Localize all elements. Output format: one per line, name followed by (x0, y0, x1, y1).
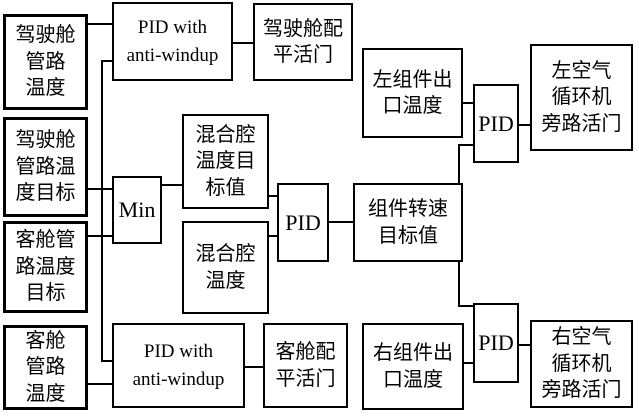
node-cabin-trim-valve: 客舱配 平活门 (263, 323, 348, 408)
wire-pidaw-bottom-to-cabin-valve (245, 366, 263, 368)
node-cockpit-duct-temp: 驾驶舱 管路 温度 (3, 14, 88, 110)
wire-pack-speed-up-vertical (458, 144, 460, 185)
wire-target-bus-to-pidaw-top (103, 60, 112, 62)
node-cabin-duct-temp-target: 客舱管 路温度 目标 (3, 221, 88, 313)
node-pack-speed-target: 组件转速 目标值 (353, 183, 463, 262)
node-min: Min (112, 176, 162, 244)
wire-pid-center-to-pack-speed (329, 221, 353, 223)
wire-pid-left-to-left-bypass (519, 124, 530, 126)
wire-left-outlet-to-pid-left (463, 102, 473, 104)
node-pid-left: PID (473, 84, 519, 163)
wire-mix-target-to-pid-center (269, 195, 277, 197)
wire-min-to-mix-target (162, 184, 182, 186)
node-pid-right: PID (473, 303, 519, 383)
node-right-pack-outlet-temp: 右组件出 口温度 (362, 323, 464, 410)
node-cockpit-trim-valve: 驾驶舱配 平活门 (253, 3, 353, 81)
wire-pid-right-to-right-bypass (519, 344, 530, 346)
wire-cabin-target-to-min (88, 235, 112, 237)
wire-target-bus-vertical (101, 60, 103, 362)
node-right-acm-bypass-valve: 右空气 循环机 旁路活门 (530, 320, 633, 408)
node-pid-center: PID (277, 183, 329, 262)
wire-cabin-temp-to-pidaw-bottom (88, 383, 112, 385)
wire-right-outlet-to-pid-right (464, 362, 473, 364)
node-pid-anti-windup-bottom: PID with anti-windup (112, 323, 245, 408)
wire-pack-speed-to-pid-left (460, 144, 473, 146)
wire-cockpit-temp-to-pidaw-top (88, 23, 112, 25)
node-cockpit-duct-temp-target: 驾驶舱 管路温 度目标 (3, 117, 88, 217)
wire-cockpit-target-to-min (88, 188, 112, 190)
wire-target-bus-to-pidaw-bottom (103, 360, 112, 362)
wire-mix-temp-to-pid-center (269, 235, 277, 237)
wire-pidaw-top-to-cockpit-valve (233, 42, 253, 44)
node-cabin-duct-temp: 客舱 管路 温度 (3, 325, 88, 410)
wire-pack-speed-to-pid-right (460, 305, 473, 307)
node-pid-anti-windup-top: PID with anti-windup (112, 2, 233, 81)
node-left-acm-bypass-valve: 左空气 循环机 旁路活门 (530, 44, 633, 151)
node-mix-chamber-temp-target: 混合腔 温度目 标值 (182, 114, 269, 209)
node-mix-chamber-temp: 混合腔 温度 (182, 221, 269, 314)
node-left-pack-outlet-temp: 左组件出 口温度 (362, 48, 463, 138)
wire-pack-speed-down-vertical (458, 260, 460, 307)
